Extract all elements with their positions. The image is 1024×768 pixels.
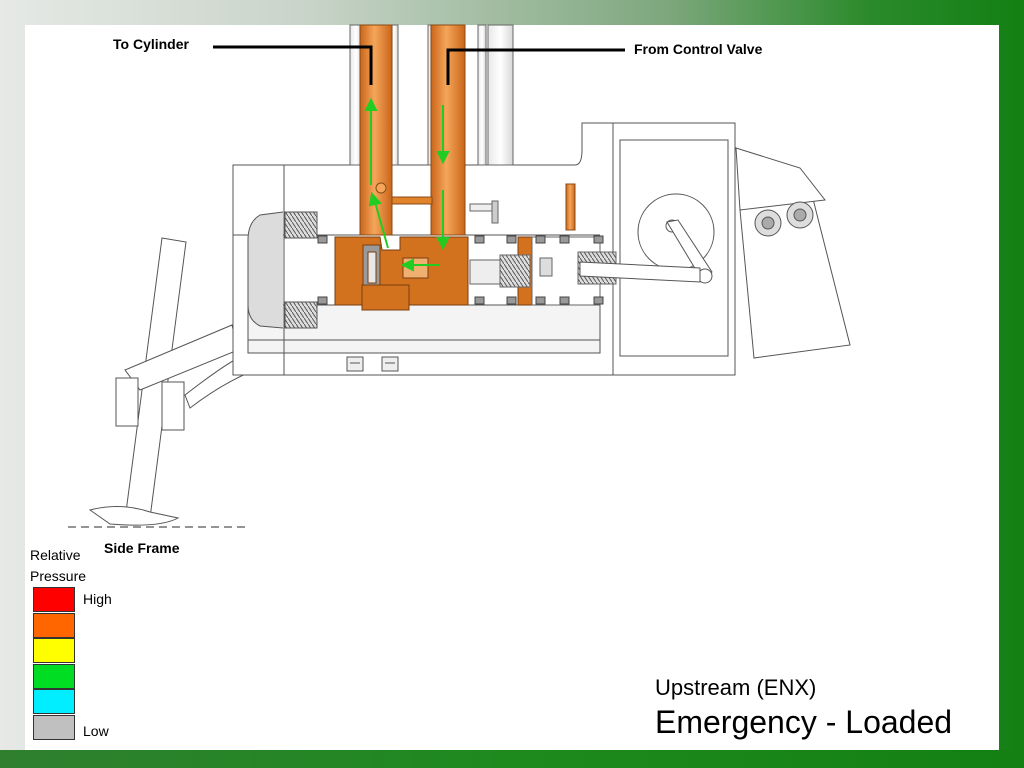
plug — [469, 203, 493, 212]
bottom-fittings — [346, 356, 399, 372]
legend-high-label: High — [83, 591, 112, 607]
slide-subtitle: Upstream (ENX) — [655, 675, 817, 700]
legend-title: Relative Pressure — [30, 545, 110, 587]
slide-border-bottom — [0, 750, 1024, 768]
port-hole — [375, 182, 387, 194]
slide-title: Emergency - Loaded — [655, 704, 953, 740]
side-frame-bracket — [88, 237, 251, 526]
lever-linkage — [579, 193, 715, 284]
label-to-cylinder: To Cylinder — [113, 36, 189, 52]
legend-swatch-0 — [33, 587, 75, 612]
legend-swatch-4 — [33, 689, 75, 714]
cross-port — [391, 196, 433, 205]
legend-low-label: Low — [83, 723, 109, 739]
plug-pin — [491, 200, 499, 224]
label-side-frame: Side Frame — [104, 540, 180, 556]
legend-swatch-1 — [33, 612, 75, 638]
o-rings — [317, 235, 604, 305]
flow-arrows — [364, 97, 450, 272]
legend-swatch-5 — [33, 714, 75, 740]
legend-title-line2: Pressure — [30, 568, 87, 584]
small-pipe — [565, 183, 576, 231]
legend-title-line1: Relative — [30, 547, 81, 563]
leader-to-cylinder — [213, 45, 373, 85]
leader-from-control-valve — [446, 48, 625, 85]
valve-body — [232, 122, 736, 376]
legend-swatch-3 — [33, 663, 75, 689]
label-from-control-valve: From Control Valve — [634, 41, 763, 57]
legend-swatch-2 — [33, 638, 75, 663]
right-bracket — [735, 147, 851, 359]
end-cap — [247, 211, 318, 329]
